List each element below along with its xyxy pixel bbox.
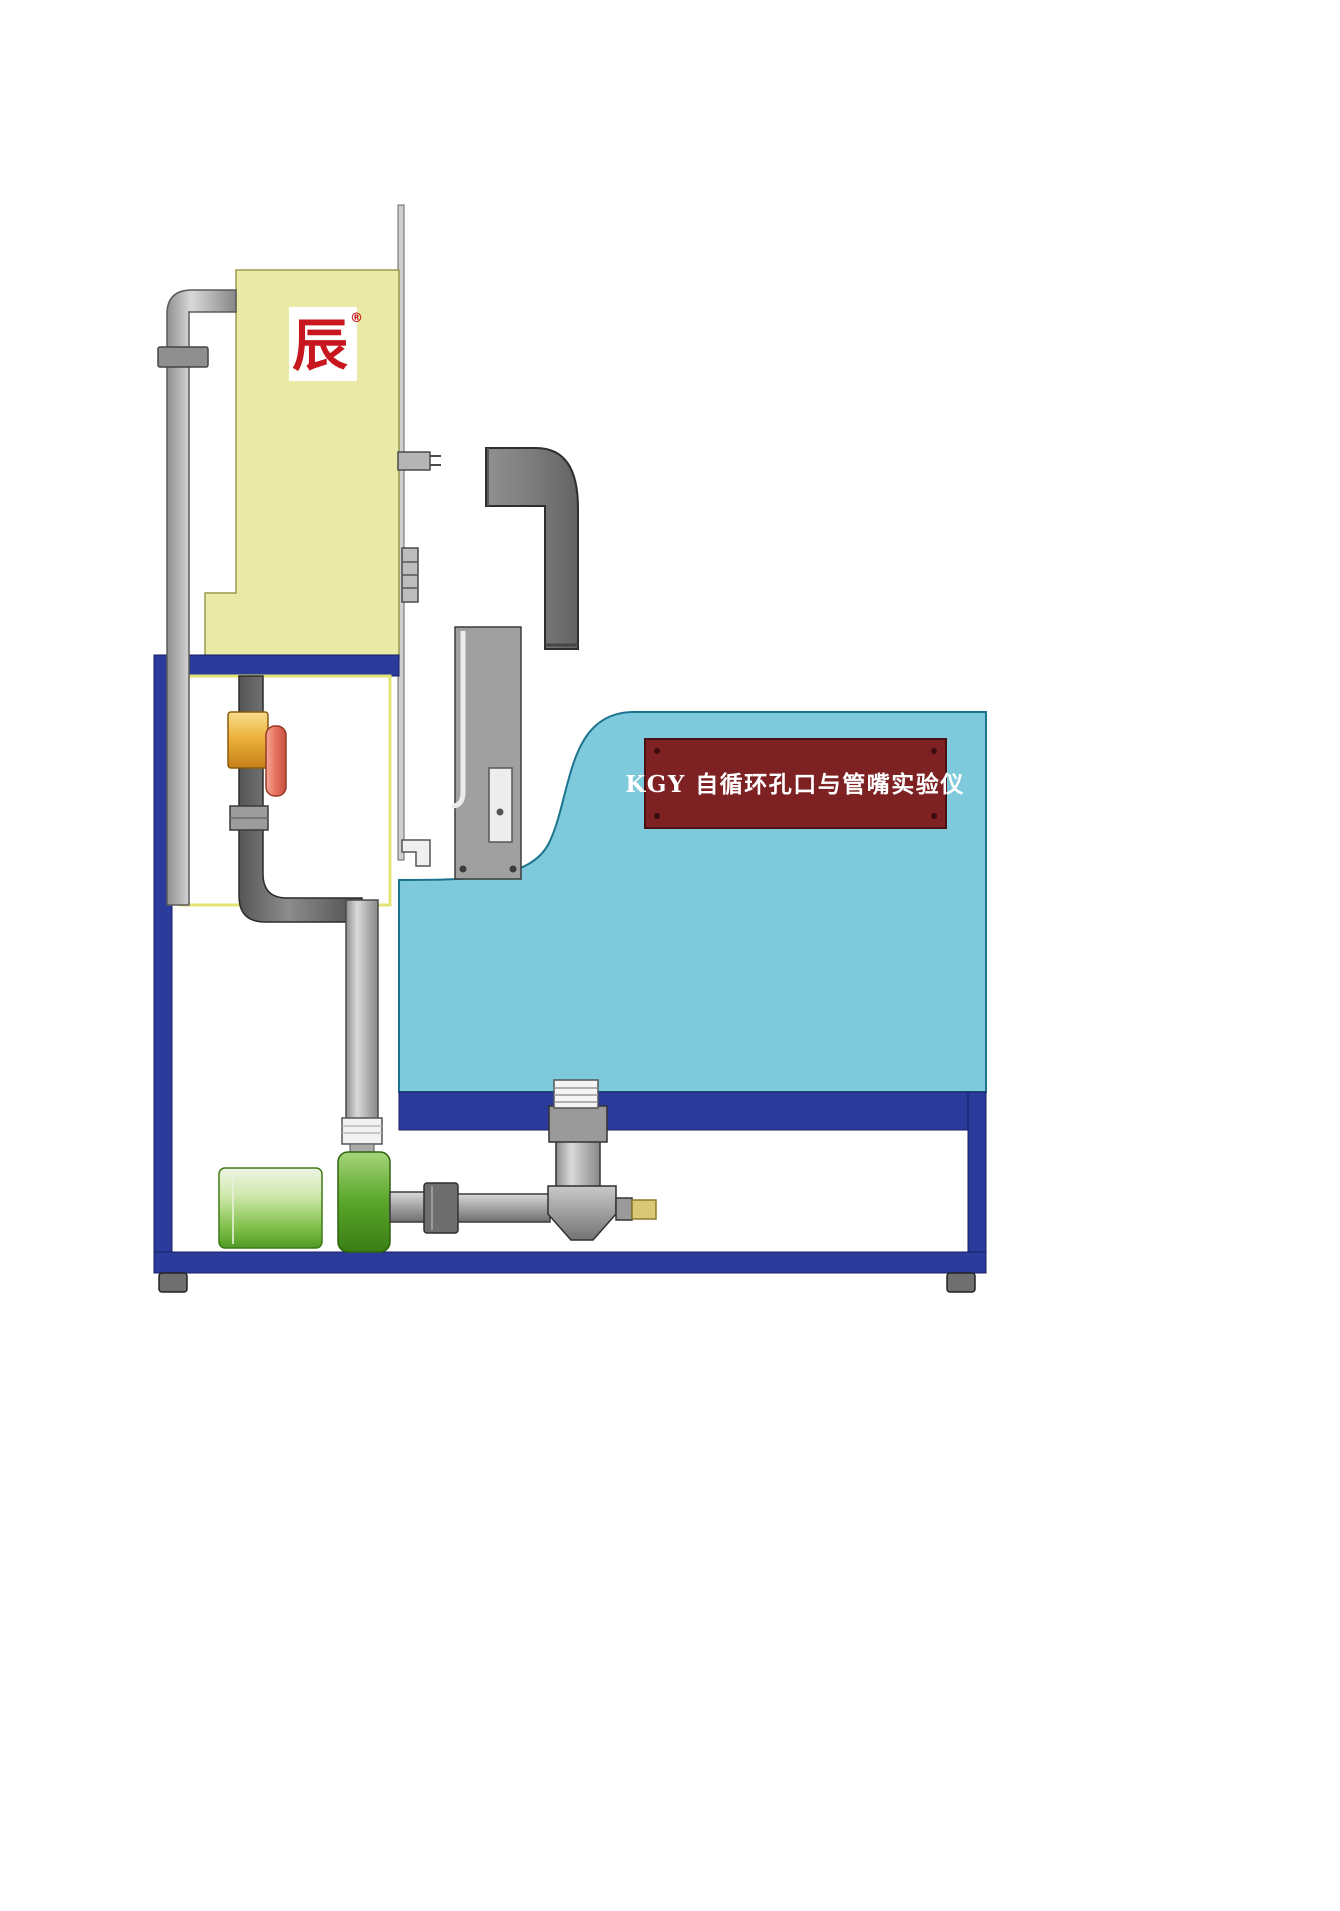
frame-top-beam bbox=[153, 654, 400, 677]
inlet-flange bbox=[341, 1117, 383, 1155]
hook-bracket bbox=[401, 839, 431, 867]
discharge-piping bbox=[389, 1079, 657, 1241]
foot-left bbox=[158, 1272, 188, 1293]
slider-pin bbox=[496, 808, 504, 816]
tee-fitting bbox=[547, 1185, 617, 1241]
nameplate-screw bbox=[931, 813, 937, 819]
frame-bottom-beam bbox=[153, 1251, 987, 1274]
frame-mid-beam bbox=[398, 1091, 987, 1131]
pipe-flange bbox=[157, 346, 209, 368]
piezometer-tube bbox=[451, 631, 466, 809]
registered-mark: ® bbox=[350, 311, 363, 326]
pipe-union bbox=[423, 1182, 459, 1234]
foot-right bbox=[946, 1272, 976, 1293]
pump-body bbox=[218, 1167, 323, 1249]
drain-pipe bbox=[238, 675, 363, 923]
riser-collar bbox=[548, 1105, 608, 1143]
nameplate-screw bbox=[654, 748, 660, 754]
outlet-elbow-pipe bbox=[485, 447, 579, 650]
discharge-pipe bbox=[457, 1193, 551, 1223]
valve-handle bbox=[265, 725, 287, 797]
overflow-pipe bbox=[166, 289, 237, 906]
gauge-panel bbox=[451, 626, 522, 880]
pump-inlet-pipe bbox=[345, 899, 379, 1123]
logo-glyph: 辰 bbox=[292, 314, 348, 379]
panel-screw-left bbox=[459, 865, 467, 873]
level-scale bbox=[401, 547, 419, 603]
nameplate-screw bbox=[931, 748, 937, 754]
slider-gauge bbox=[488, 767, 513, 843]
brand-logo: 辰 ® bbox=[289, 307, 363, 381]
logo-background bbox=[289, 307, 357, 381]
nameplate-text: KGY 自循环孔口与管嘴实验仪 bbox=[625, 771, 965, 798]
pipe-coupling bbox=[229, 805, 269, 831]
nameplate-board bbox=[644, 738, 947, 829]
frame-right-post bbox=[967, 1091, 987, 1274]
pump-head bbox=[337, 1151, 391, 1253]
brass-plug bbox=[631, 1199, 657, 1220]
panel-screw-right bbox=[509, 865, 517, 873]
nameplate-screw bbox=[654, 813, 660, 819]
riser-thread bbox=[553, 1079, 599, 1109]
outlet-clamp bbox=[397, 451, 441, 471]
control-valve-body bbox=[227, 711, 269, 769]
tee-riser bbox=[555, 1139, 601, 1189]
tee-outlet bbox=[615, 1197, 633, 1221]
circulating-pump bbox=[218, 1151, 391, 1253]
nameplate: KGY 自循环孔口与管嘴实验仪 bbox=[625, 738, 965, 829]
pump-outlet bbox=[389, 1191, 427, 1223]
